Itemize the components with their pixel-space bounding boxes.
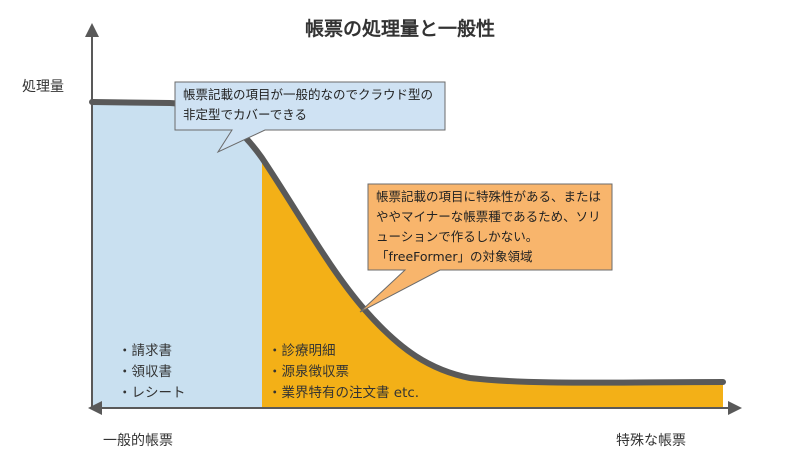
general-forms-list: 請求書 領収書 レシート — [118, 341, 186, 404]
x-axis-left-label: 一般的帳票 — [103, 433, 173, 449]
special-form-item: 診療明細 — [268, 341, 419, 362]
x-axis-right-label: 特殊な帳票 — [616, 433, 686, 449]
callout-general-bubble — [174, 81, 446, 154]
callout-special-text: 帳票記載の項目に特殊性がある、またはややマイナーな帳票種であるため、ソリューショ… — [376, 189, 602, 264]
general-form-item: 領収書 — [118, 362, 186, 383]
special-form-item: 業界特有の注文書 etc. — [268, 383, 420, 404]
callout-general-text: 帳票記載の項目が一般的なのでクラウド型の非定型でカバーできる — [183, 87, 434, 122]
callout-special-bubble — [359, 183, 613, 313]
general-form-item: 請求書 — [118, 341, 186, 362]
y-axis-label: 処理量 — [22, 79, 64, 95]
general-form-item: レシート — [118, 383, 186, 404]
general-forms-region — [92, 102, 262, 408]
diagram-title: 帳票の処理量と一般性 — [304, 18, 495, 40]
special-form-item: 源泉徴収票 — [268, 362, 419, 383]
special-forms-list: 診療明細 源泉徴収票 業界特有の注文書 etc. — [268, 341, 420, 404]
